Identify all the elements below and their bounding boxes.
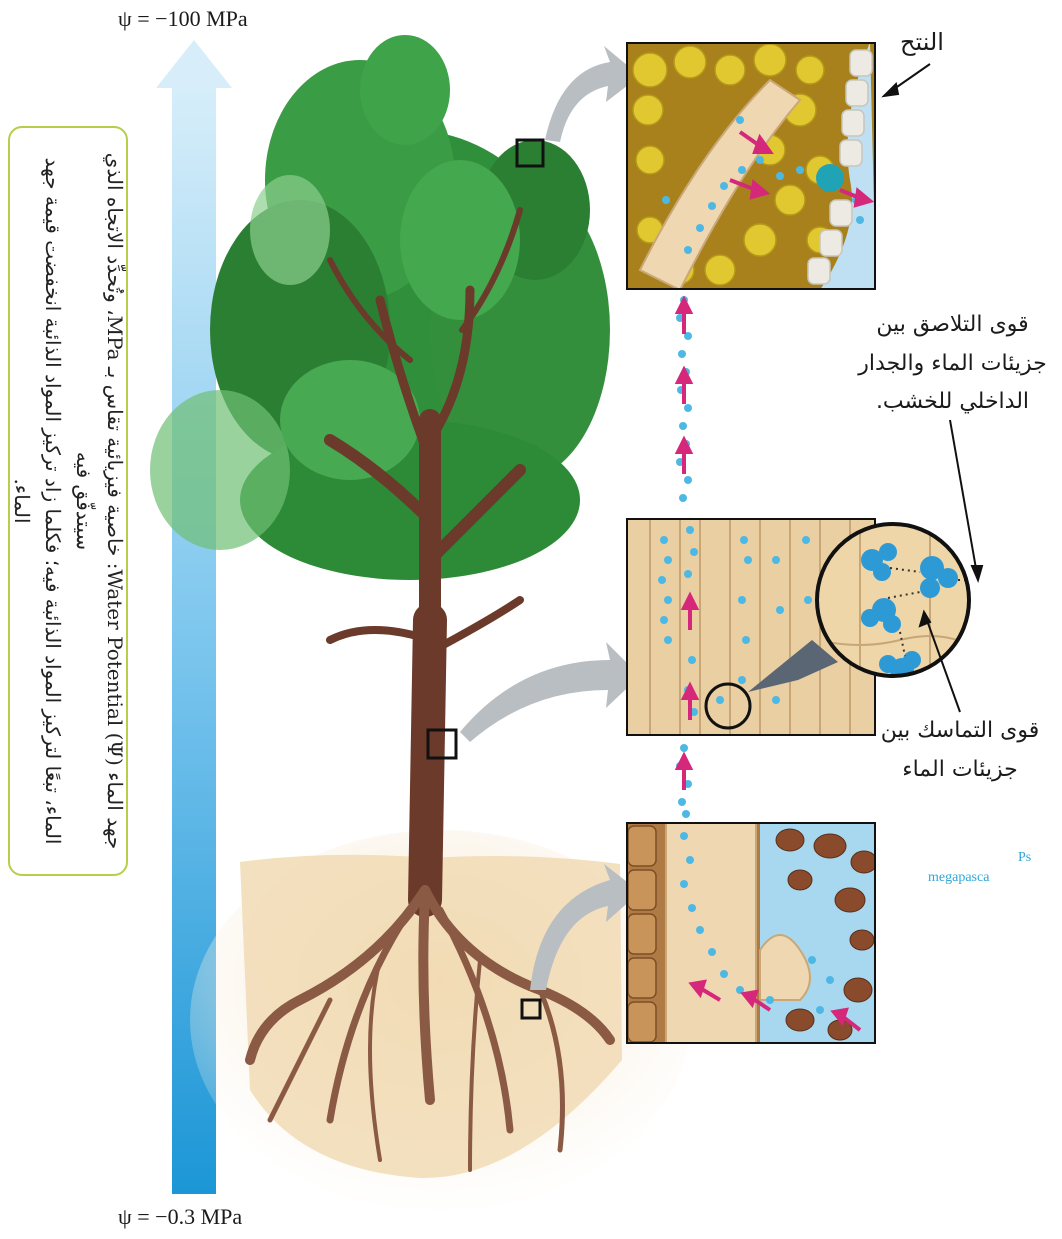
definition-text: جهد الماء Water Potential (Ψ): خاصية فيز… — [8, 136, 128, 866]
definition-box: جهد الماء Water Potential (Ψ): خاصية فيز… — [8, 126, 128, 876]
leaf-panel — [626, 42, 876, 290]
adhesion-label: قوى التلاصق بين جزيئات الماء والجدار الد… — [850, 306, 1055, 422]
water-potential-bottom-label: ψ = −0.3 MPa — [118, 1204, 242, 1230]
cutoff-line-1: Ps — [928, 848, 1062, 868]
water-potential-top-label: ψ = −100 MPa — [118, 6, 248, 32]
definition-line-1: جهد الماء Water Potential (Ψ): خاصية فيز… — [68, 136, 128, 866]
cutoff-text: Ps megapasca — [928, 848, 1062, 889]
root-panel — [626, 822, 877, 1044]
cohesion-label: قوى التماسك بين جزيئات الماء — [870, 712, 1050, 789]
molecule-detail-circle — [817, 524, 985, 682]
cutoff-line-2: megapasca — [928, 868, 1062, 888]
transpiration-label: النتح — [900, 28, 944, 56]
definition-line-2: الماء، تبعًا لتركيز المواد الذائبة فيه؛ … — [8, 136, 68, 866]
